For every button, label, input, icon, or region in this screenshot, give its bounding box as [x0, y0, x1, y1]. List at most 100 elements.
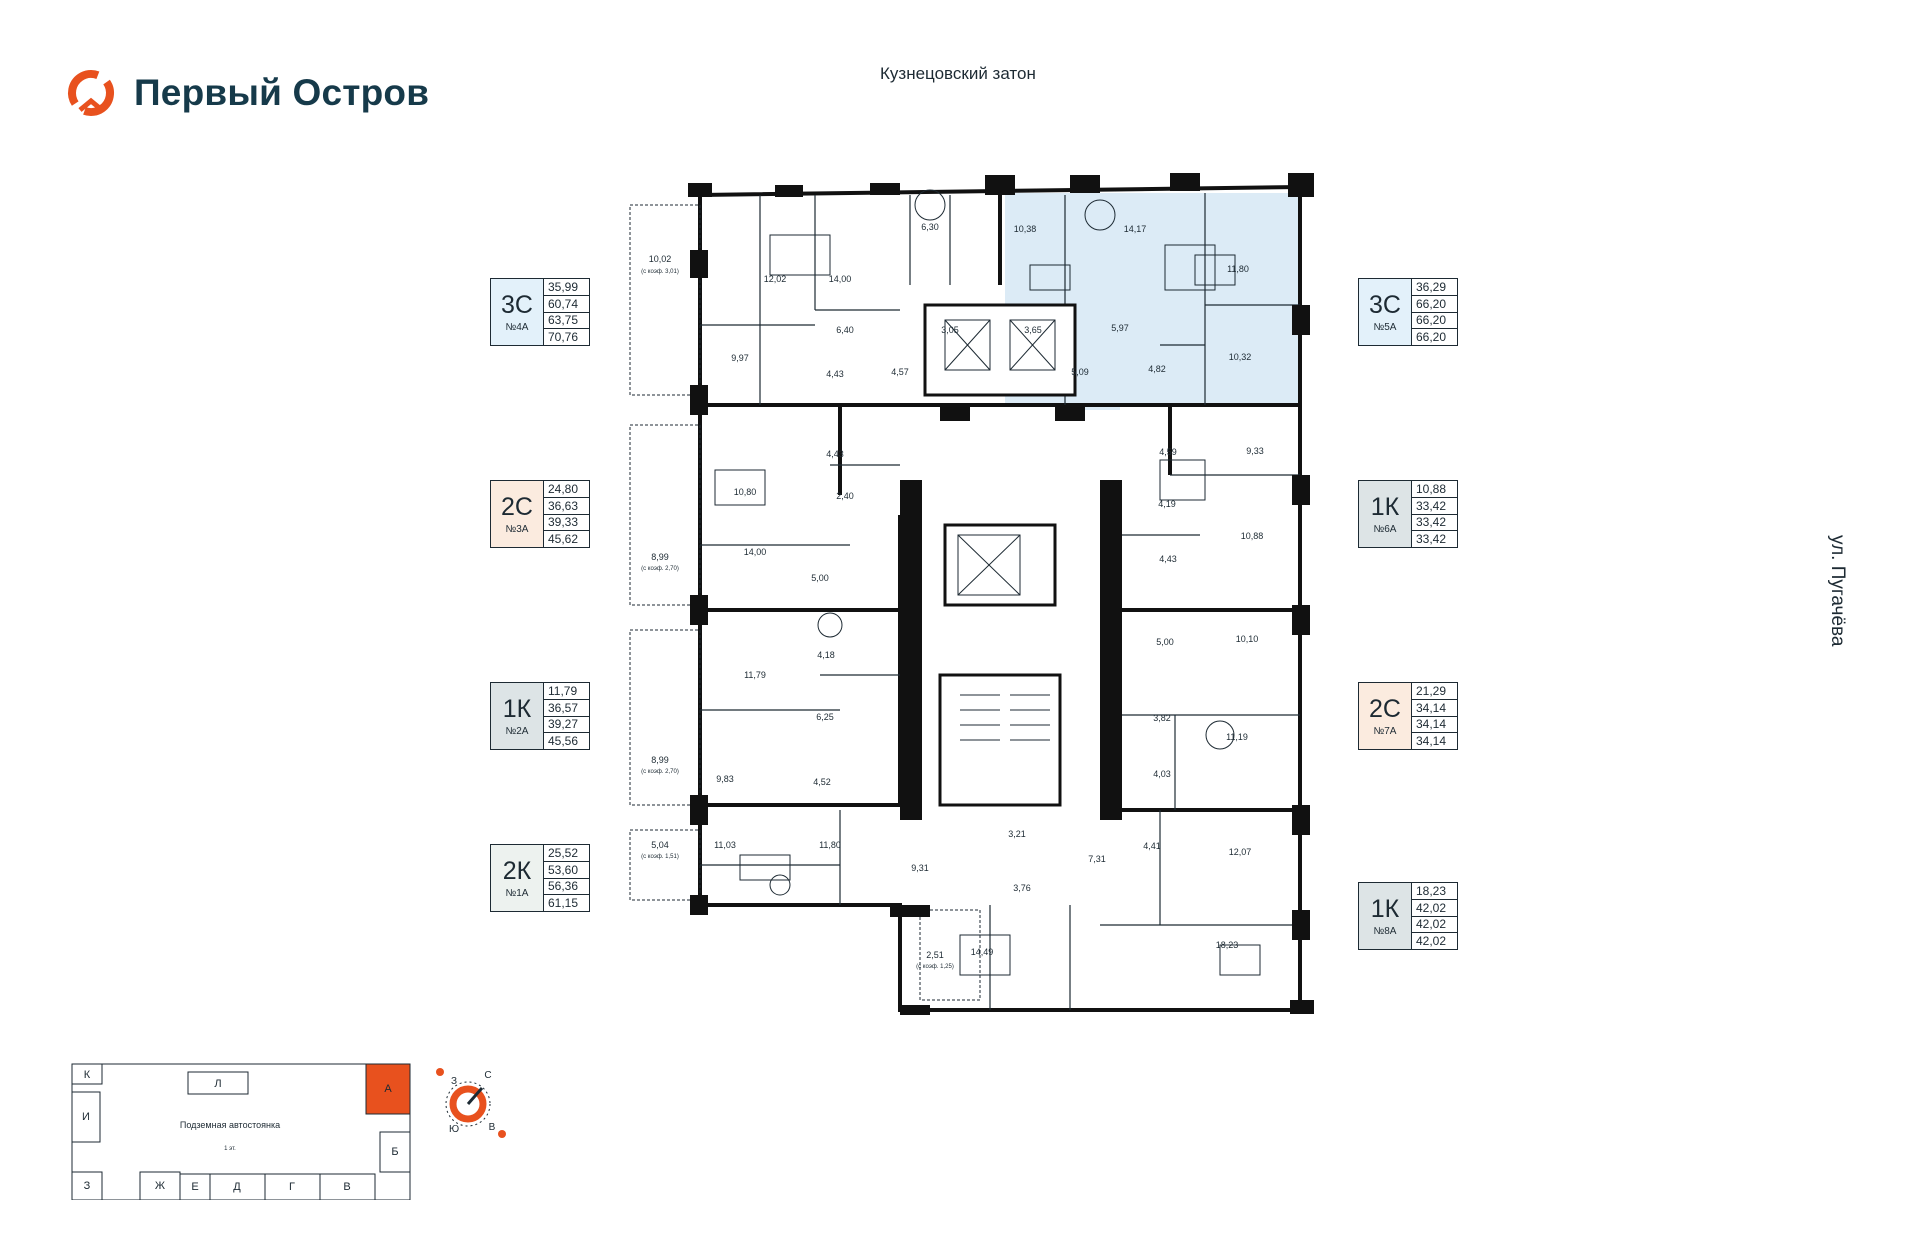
room-area-note: (с коэф. 1,25) [916, 964, 954, 970]
keymap-section: З [84, 1180, 91, 1192]
brand-logo: Первый Остров [64, 66, 429, 120]
room-area: 11,80 [1227, 264, 1249, 274]
keymap-section: К [84, 1069, 91, 1081]
unit-area-value: 42,02 [1412, 900, 1457, 917]
keymap-level-label: 1 эт. [224, 1146, 236, 1152]
room-area: 6,25 [816, 712, 834, 722]
room-area: 12,07 [1229, 847, 1252, 857]
room-area: 4,57 [891, 367, 909, 377]
room-area: 4,52 [813, 777, 831, 787]
compass-icon: С З Ю В [436, 1068, 506, 1138]
keymap-section: Г [289, 1181, 295, 1193]
compass-label: В [489, 1122, 496, 1133]
floor-plan: 10,02 (с коэф. 3,01) 12,02 14,00 6,30 10… [629, 173, 1314, 1015]
brand-mark-icon [68, 70, 114, 116]
room-area: 3,82 [1153, 713, 1171, 723]
room-area-note: (с коэф. 2,70) [641, 769, 679, 775]
compass-label: Ю [449, 1124, 459, 1135]
room-area: 4,18 [817, 650, 835, 660]
unit-area-value: 25,52 [544, 845, 589, 862]
keymap-section: Ж [155, 1180, 165, 1192]
room-area: 12,02 [764, 274, 787, 284]
unit-area-value: 56,36 [544, 879, 589, 896]
room-area: 18,23 [1216, 940, 1239, 950]
room-area: 4,03 [1153, 769, 1171, 779]
keymap-section: В [343, 1181, 350, 1193]
unit-area-value: 18,23 [1412, 883, 1457, 900]
street-label-right: ул. Пугачёва [1827, 535, 1848, 647]
room-area: 11,80 [819, 840, 841, 850]
keymap-section-active[interactable]: А [384, 1083, 392, 1095]
unit-type: 3С [1369, 290, 1401, 319]
keymap-section: Е [191, 1181, 198, 1193]
unit-area-value: 60,74 [544, 296, 589, 313]
keymap-parking-label: Подземная автостоянка [180, 1120, 280, 1130]
unit-area-value: 34,14 [1412, 717, 1457, 734]
room-area: 6,40 [836, 325, 854, 335]
room-area: 2,51 [926, 950, 944, 960]
room-area: 4,43 [826, 369, 844, 379]
unit-area-value: 39,27 [544, 717, 589, 734]
unit-type: 3С [501, 290, 533, 319]
room-area: 14,00 [744, 547, 767, 557]
room-area: 10,32 [1229, 352, 1252, 362]
room-area: 5,04 [651, 840, 669, 850]
unit-number: №3А [505, 523, 529, 535]
unit-type: 2К [502, 856, 532, 885]
room-area: 5,97 [1111, 323, 1129, 333]
room-area: 4,43 [826, 449, 844, 459]
unit-area-value: 45,56 [548, 734, 579, 749]
unit-area-value: 10,88 [1412, 481, 1457, 498]
unit-area-value: 53,60 [544, 862, 589, 879]
room-area: 5,00 [811, 573, 829, 583]
unit-area-value: 33,42 [1412, 515, 1457, 532]
compass-label: З [451, 1076, 457, 1087]
room-area: 4,43 [1159, 554, 1177, 564]
room-area: 4,82 [1148, 364, 1166, 374]
unit-type: 1К [1370, 894, 1400, 923]
unit-type: 1К [502, 694, 532, 723]
room-area-note: (с коэф. 1,51) [641, 854, 679, 860]
room-area-note: (с коэф. 2,70) [641, 566, 679, 572]
unit-area-value: 36,63 [544, 498, 589, 515]
unit-area-value: 42,02 [1412, 917, 1457, 934]
room-area: 9,97 [731, 353, 749, 363]
room-area: 14,17 [1124, 224, 1147, 234]
keymap-section: Б [391, 1146, 398, 1158]
unit-area-value: 35,99 [544, 279, 589, 296]
unit-area-value: 63,75 [544, 313, 589, 330]
unit-area-value: 24,80 [544, 481, 589, 498]
room-area: 3,65 [1024, 325, 1042, 335]
room-area: 10,02 [649, 254, 672, 264]
building-key-map: К Л А И Б З Ж Е Д Г В Подземная автостоя… [71, 1063, 411, 1200]
room-area: 11,03 [714, 840, 736, 850]
unit-number: №7А [1373, 725, 1397, 737]
keymap-section: Д [233, 1181, 241, 1193]
room-area: 10,88 [1241, 531, 1264, 541]
room-area: 5,09 [1071, 367, 1089, 377]
room-area: 4,19 [1158, 499, 1176, 509]
street-label-top: Кузнецовский затон [880, 64, 1036, 83]
room-area: 5,00 [1156, 637, 1174, 647]
unit-area-value: 70,76 [548, 330, 579, 345]
highlighted-apartment[interactable] [1005, 193, 1300, 410]
keymap-section: Л [214, 1078, 221, 1090]
room-area: 4,41 [1143, 841, 1161, 851]
